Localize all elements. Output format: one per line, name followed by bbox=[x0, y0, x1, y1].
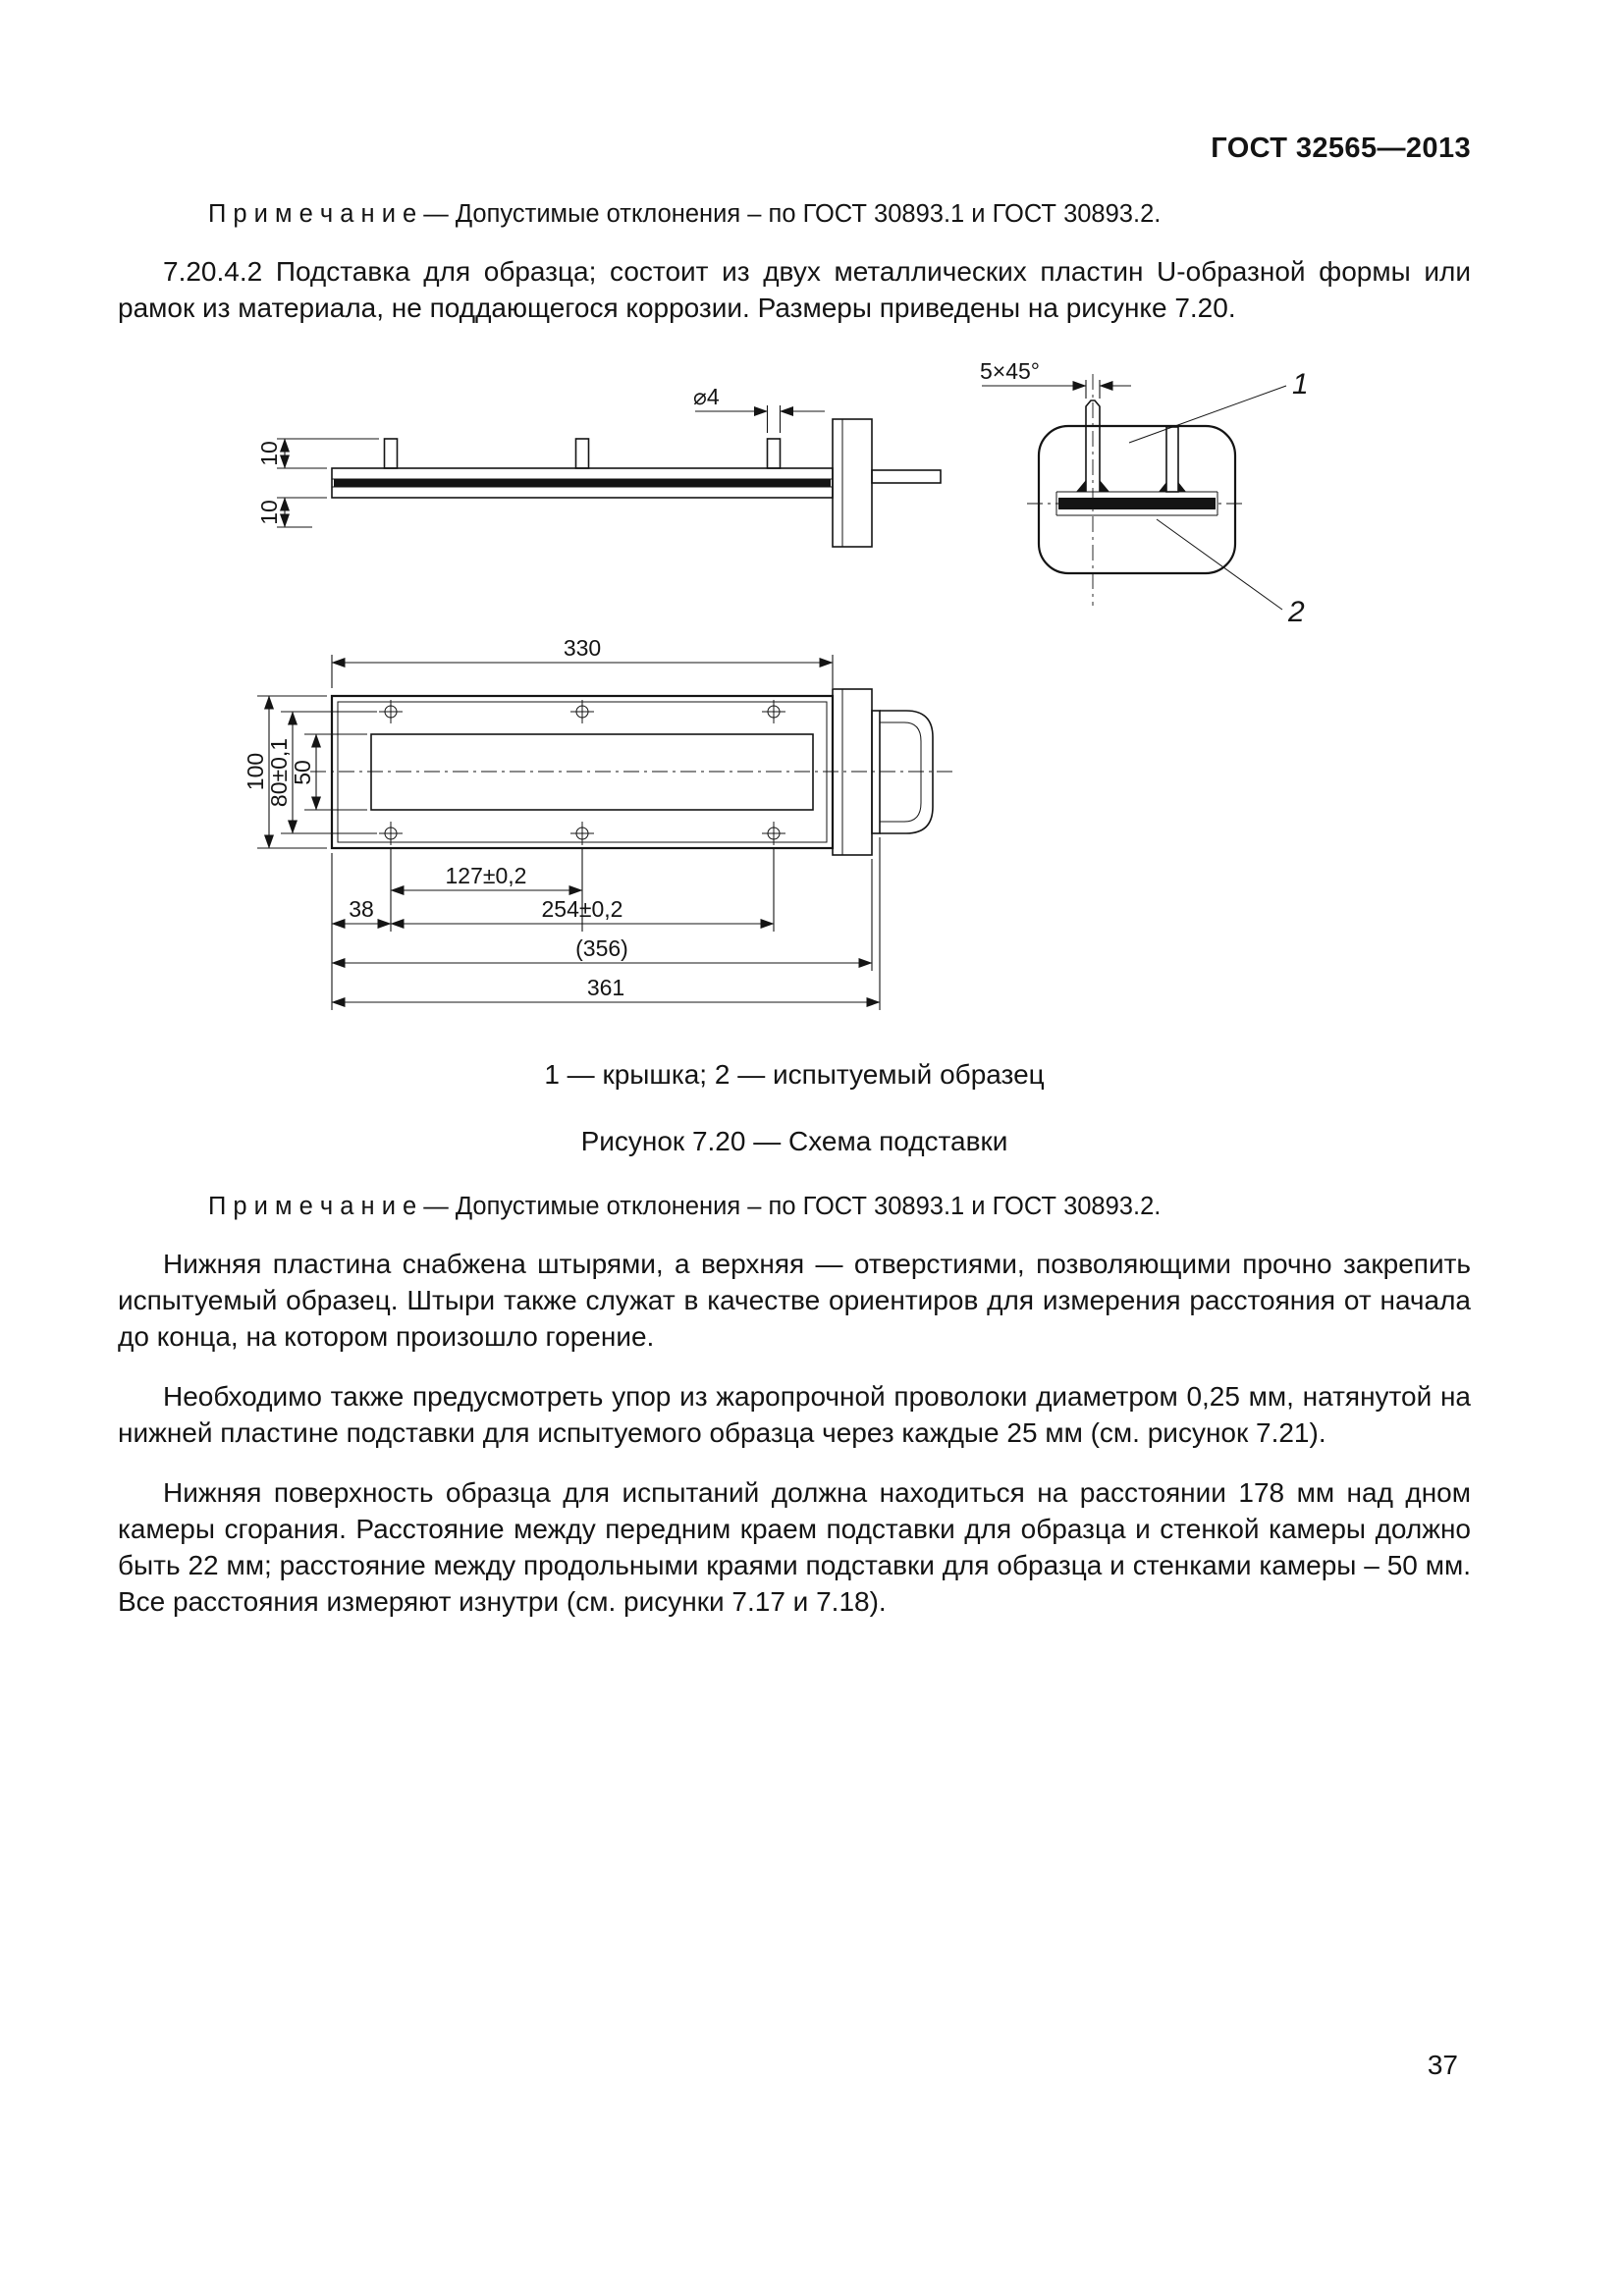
pin-section-1 bbox=[1085, 400, 1101, 493]
dim-width-outer: 100 bbox=[243, 753, 268, 790]
dim-length-with-bracket: (356) bbox=[575, 935, 628, 961]
dim-pin-offset: 38 bbox=[349, 896, 374, 922]
paragraph-7-20-4-2: 7.20.4.2 Подставка для образца; состоит … bbox=[118, 256, 1471, 324]
dim-width-pins: 80±0,1 bbox=[266, 738, 292, 807]
pin-hole-marks bbox=[379, 700, 785, 846]
pin-side-2 bbox=[574, 438, 590, 469]
dim-pin-height-top: 10 bbox=[256, 441, 282, 466]
top-view: 330 bbox=[243, 635, 956, 1011]
handle-top-outer bbox=[880, 710, 934, 834]
pin-side-1 bbox=[383, 438, 399, 469]
dim-pin-diameter-group: ⌀4 bbox=[693, 384, 825, 434]
dim-pin-height-group: 10 10 bbox=[256, 438, 379, 528]
callout-2: 2 bbox=[1287, 596, 1305, 628]
callout-1-leader bbox=[1128, 385, 1287, 444]
end-bracket-top bbox=[832, 688, 873, 856]
side-view: 10 10 ⌀4 bbox=[256, 384, 942, 548]
detail-view: 5×45° 1 2 bbox=[980, 358, 1309, 628]
handle-top-inner bbox=[880, 721, 922, 823]
end-bracket-side bbox=[832, 418, 873, 548]
dim-length-group: 127±0,2 38 254±0,2 (356) 361 bbox=[331, 837, 881, 1011]
note-top: П р и м е ч а н и е — Допустимые отклоне… bbox=[208, 200, 1162, 228]
note-after-figure: П р и м е ч а н и е — Допустимые отклоне… bbox=[208, 1193, 1162, 1221]
specimen-side bbox=[334, 479, 831, 487]
dim-pin-diameter: ⌀4 bbox=[693, 384, 720, 409]
figure-7-20: 10 10 ⌀4 bbox=[234, 352, 1471, 1030]
pin-side-3 bbox=[766, 438, 782, 469]
dim-width-group: 100 80±0,1 50 bbox=[243, 695, 377, 849]
doc-number: ГОСТ 32565—2013 bbox=[1211, 133, 1471, 164]
top-slot bbox=[370, 733, 814, 811]
specimen-section bbox=[1058, 498, 1216, 510]
dim-length-total: 361 bbox=[587, 975, 624, 1000]
callout-1: 1 bbox=[1292, 368, 1309, 400]
figure-caption: Рисунок 7.20 — Схема подставки bbox=[580, 1126, 1008, 1157]
dim-chamfer-group: 5×45° bbox=[980, 358, 1131, 400]
paragraph-wire: Необходимо также предусмотреть упор из ж… bbox=[118, 1381, 1471, 1448]
paragraph-distances: Нижняя поверхность образца для испытаний… bbox=[118, 1476, 1471, 1617]
handle-side bbox=[871, 469, 942, 484]
pin-section-2 bbox=[1165, 426, 1179, 493]
dim-length-plate: 330 bbox=[564, 635, 601, 661]
cover-section-outline bbox=[1037, 424, 1237, 575]
dim-pin-spacing: 127±0,2 bbox=[446, 863, 527, 888]
dim-pin-height-bottom: 10 bbox=[256, 500, 282, 525]
page-number: 37 bbox=[1427, 2050, 1458, 2080]
dim-length-plate-group: 330 bbox=[331, 635, 834, 689]
paragraph-plates: Нижняя пластина снабжена штырями, а верх… bbox=[118, 1249, 1471, 1353]
dim-chamfer: 5×45° bbox=[980, 358, 1040, 384]
figure-7-20-drawing: 10 10 ⌀4 bbox=[243, 358, 1309, 1011]
dim-width-slot: 50 bbox=[290, 760, 315, 785]
dim-pin-span: 254±0,2 bbox=[542, 896, 623, 922]
callout-2-leader bbox=[1156, 518, 1283, 611]
figure-legend: 1 — крышка; 2 — испытуемый образец bbox=[544, 1059, 1045, 1091]
